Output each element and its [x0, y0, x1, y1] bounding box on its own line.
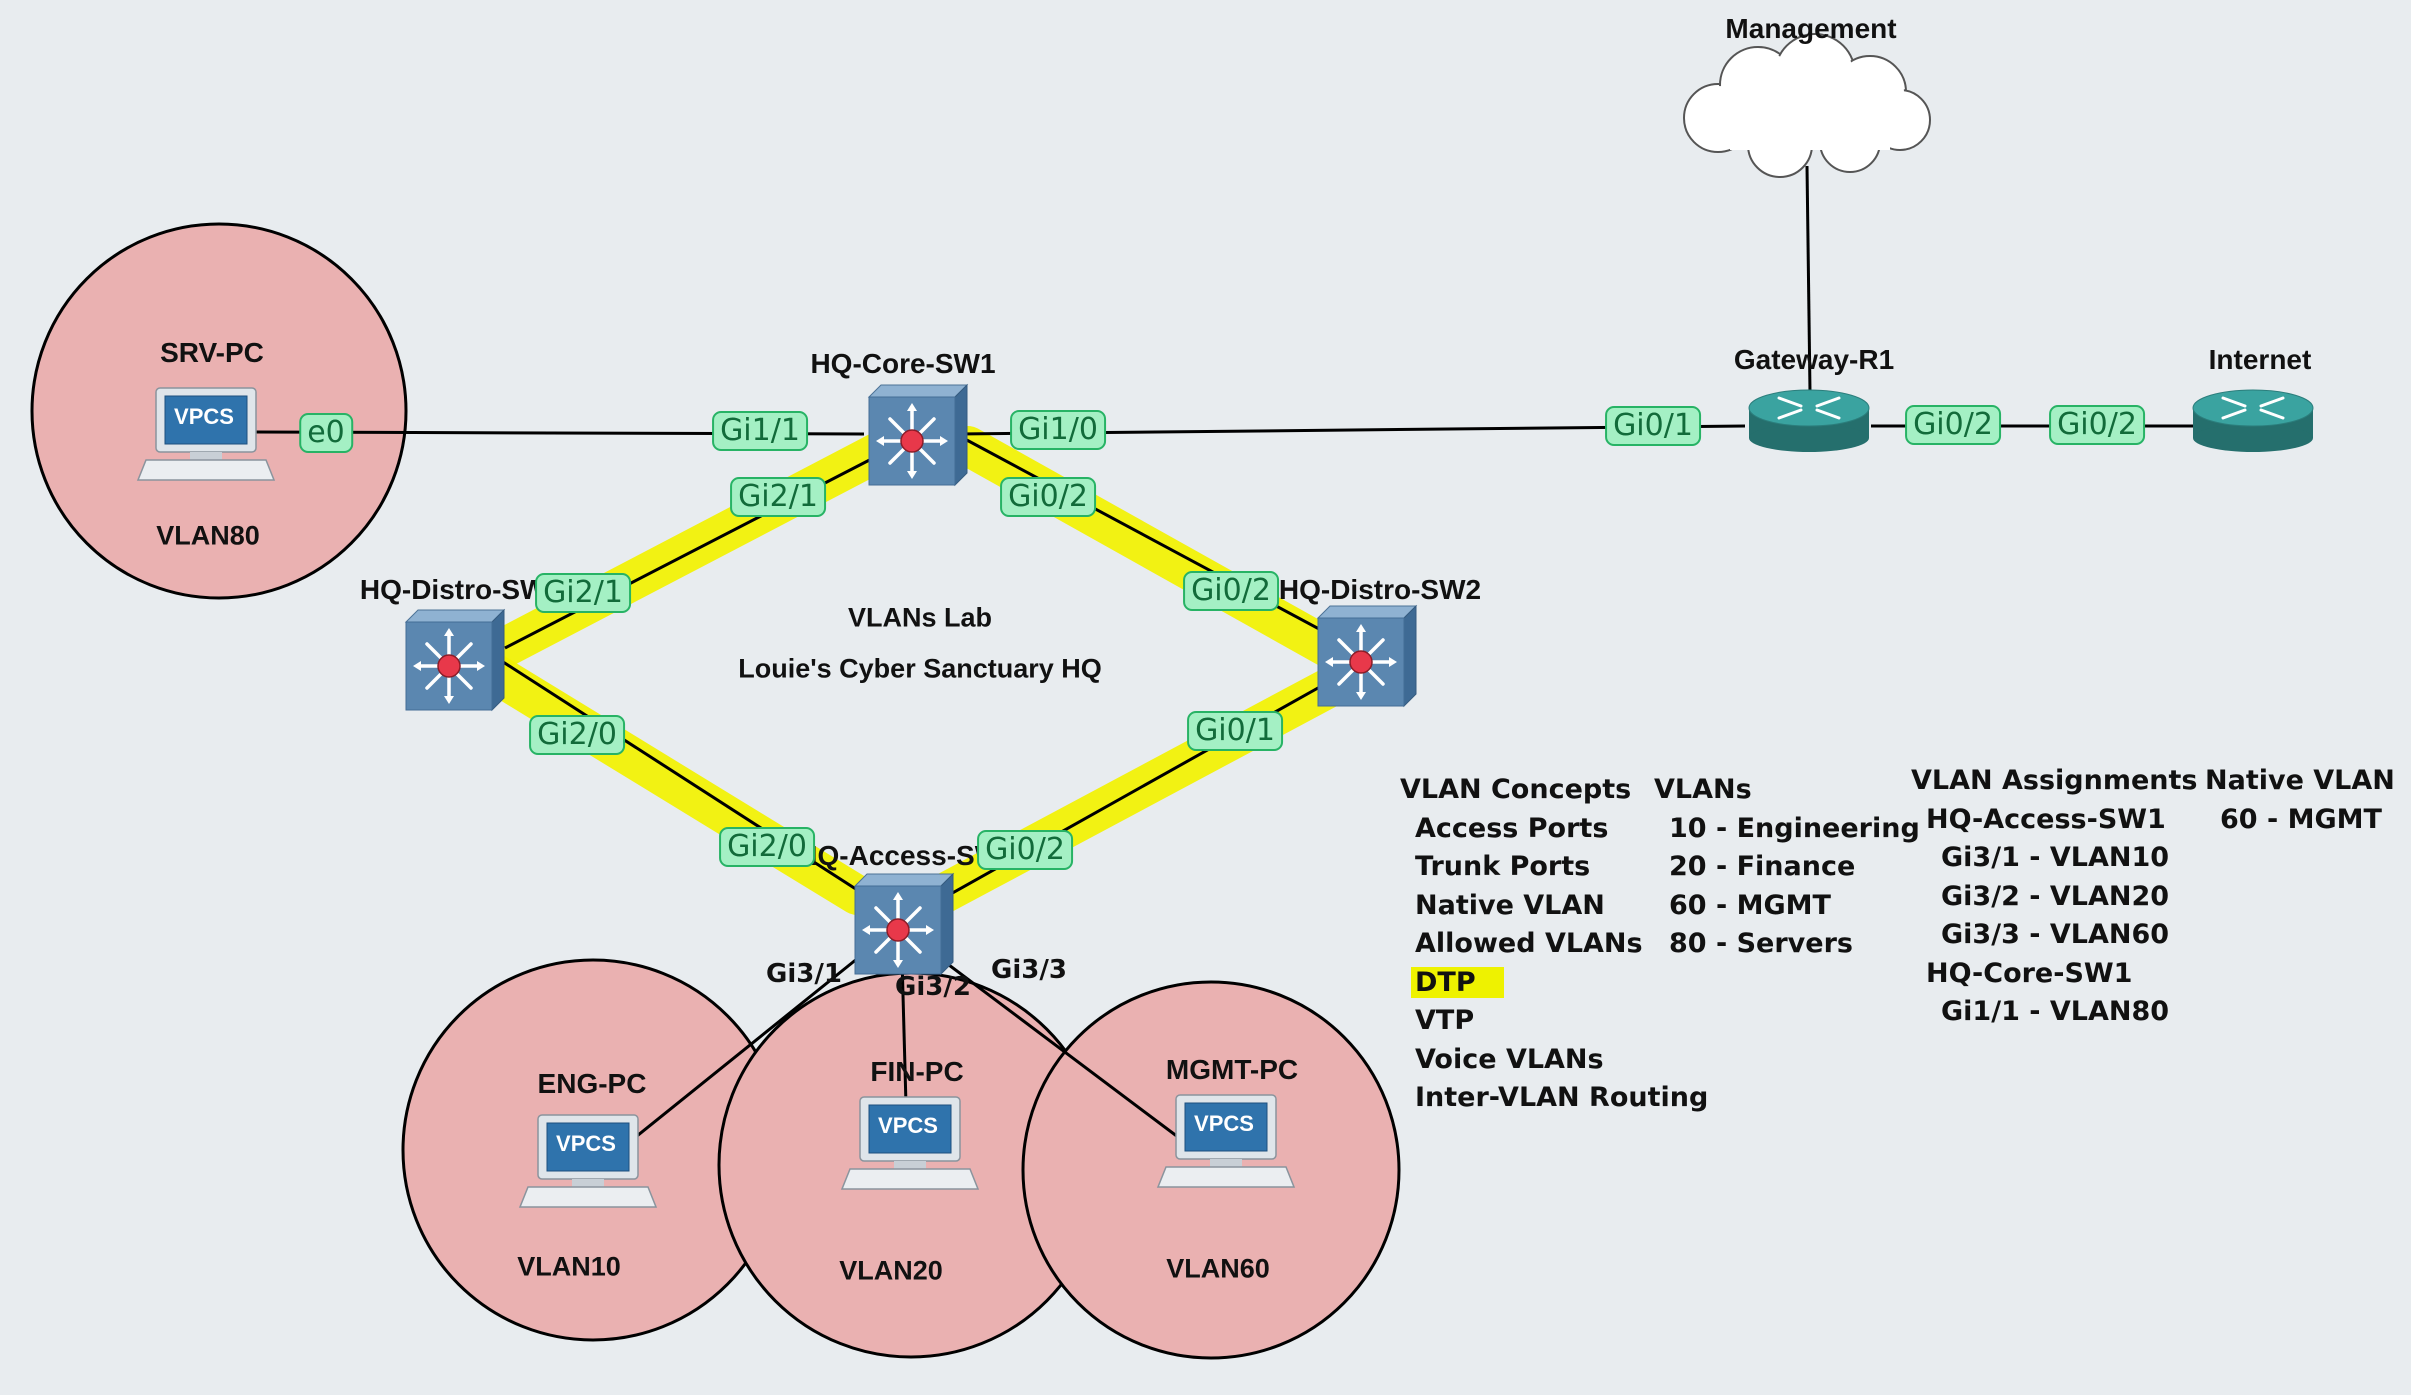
concept-item: Native VLAN	[1415, 889, 1605, 921]
concept-item: Voice VLANs	[1415, 1043, 1604, 1075]
vlan-assignments-notes: VLAN Assignments HQ-Access-SW1 Gi3/1 - V…	[1911, 762, 2197, 1032]
fin-pc-screen-text: VPCS	[878, 1113, 938, 1138]
srv-pc-screen-text: VPCS	[174, 404, 234, 429]
lab-title: VLANs Lab	[847, 602, 993, 633]
link-access-fin	[900, 957, 908, 1106]
port-distro2-gi0-2: Gi0/2	[1183, 571, 1279, 611]
link-core-distro1	[504, 450, 886, 650]
vlan80-label: VLAN80	[156, 520, 260, 551]
native-vlan-value: 60 - MGMT	[2220, 803, 2382, 835]
assignment-switch: HQ-Access-SW1	[1926, 803, 2166, 835]
vlans-heading: VLANs	[1654, 774, 1752, 805]
concept-item: VTP	[1415, 1005, 1475, 1036]
port-access-gi3-1: Gi3/1	[766, 959, 842, 989]
mgmt-pc-screen-text: VPCS	[1194, 1111, 1254, 1136]
assignment-item: Gi3/2 - VLAN20	[1941, 880, 2170, 912]
link-access-mgmt	[928, 948, 1183, 1142]
eng-pc-icon[interactable]	[519, 1114, 657, 1208]
port-distro1-gi2-0: Gi2/0	[529, 715, 625, 755]
port-core-gi1-1: Gi1/1	[712, 411, 808, 451]
assignment-item: Gi3/1 - VLAN10	[1941, 842, 2170, 873]
distro2-switch-label: HQ-Distro-SW2	[1278, 574, 1482, 605]
port-distro1-gi2-1: Gi2/1	[535, 573, 631, 613]
port-access-gi3-3: Gi3/3	[991, 955, 1067, 985]
mgmt-pc-icon[interactable]	[1157, 1094, 1295, 1188]
dtp-highlight: DTP	[1411, 966, 1504, 998]
access-switch-icon[interactable]	[853, 872, 955, 976]
vlan-concepts-notes: VLAN Concepts Access Ports Trunk Ports N…	[1400, 771, 1708, 1118]
link-mgmt-gateway	[1805, 165, 1812, 393]
port-core-gi1-0: Gi1/0	[1010, 410, 1106, 450]
assignment-switch: HQ-Core-SW1	[1926, 957, 2133, 989]
port-access-gi2-0: Gi2/0	[719, 827, 815, 867]
port-r1-gi0-1: Gi0/1	[1605, 406, 1701, 446]
eng-pc-label: ENG-PC	[537, 1068, 647, 1099]
native-vlan-heading: Native VLAN	[2205, 765, 2395, 796]
gateway-router-icon[interactable]	[1747, 388, 1871, 454]
port-access-gi0-2: Gi0/2	[977, 830, 1073, 870]
cloud-icon[interactable]	[1683, 33, 1931, 178]
vlan60-label: VLAN60	[1166, 1253, 1270, 1284]
management-cloud-label: Management	[1725, 13, 1897, 44]
core-switch-icon[interactable]	[867, 383, 969, 487]
distro1-switch-label: HQ-Distro-SW1	[359, 574, 563, 605]
internet-label: Internet	[2208, 344, 2312, 375]
port-core-gi2-1: Gi2/1	[730, 477, 826, 517]
concept-item: Inter-VLAN Routing	[1415, 1082, 1709, 1113]
concept-item: Access Ports	[1415, 812, 1609, 844]
concept-item: Trunk Ports	[1415, 851, 1591, 882]
vlan-item: 10 - Engineering	[1669, 812, 1920, 844]
assignment-item: Gi1/1 - VLAN80	[1941, 996, 2170, 1027]
concept-item: Allowed VLANs	[1415, 928, 1643, 959]
vlan20-label: VLAN20	[839, 1255, 943, 1286]
distro1-switch-icon[interactable]	[404, 608, 506, 712]
vlan-item: 20 - Finance	[1669, 851, 1856, 882]
link-core-distro2	[962, 436, 1335, 639]
srv-pc-label: SRV-PC	[160, 337, 264, 368]
port-core-gi0-2: Gi0/2	[1000, 477, 1096, 517]
vlan10-label: VLAN10	[517, 1251, 621, 1282]
port-r1-gi0-2: Gi0/2	[1905, 405, 2001, 445]
mgmt-pc-label: MGMT-PC	[1165, 1054, 1299, 1085]
internet-router-icon[interactable]	[2191, 388, 2315, 454]
core-switch-label: HQ-Core-SW1	[810, 348, 996, 379]
vlan-concepts-heading: VLAN Concepts	[1400, 774, 1632, 805]
concept-item-dtp: DTP	[1400, 964, 1708, 1003]
distro2-switch-icon[interactable]	[1316, 604, 1418, 708]
vlan-assignments-heading: VLAN Assignments	[1911, 765, 2198, 796]
fin-pc-label: FIN-PC	[870, 1056, 964, 1087]
assignment-item: Gi3/3 - VLAN60	[1941, 919, 2170, 950]
eng-pc-screen-text: VPCS	[556, 1131, 616, 1156]
vlan-item: 80 - Servers	[1669, 928, 1853, 959]
gateway-router-label: Gateway-R1	[1733, 344, 1895, 375]
lab-subtitle: Louie's Cyber Sanctuary HQ	[738, 653, 1102, 684]
port-distro2-gi0-1: Gi0/1	[1187, 711, 1283, 751]
srv-pc-icon[interactable]	[137, 387, 275, 481]
native-vlan-notes: Native VLAN 60 - MGMT	[2205, 762, 2395, 839]
port-srv-e0: e0	[299, 413, 353, 453]
vlan-item: 60 - MGMT	[1669, 889, 1831, 921]
fin-pc-icon[interactable]	[841, 1096, 979, 1190]
port-internet-gi0-2: Gi0/2	[2049, 405, 2145, 445]
link-access-eng	[626, 948, 869, 1146]
vlans-notes: VLANs 10 - Engineering 20 - Finance 60 -…	[1654, 771, 1920, 964]
port-access-gi3-2: Gi3/2	[895, 972, 971, 1002]
